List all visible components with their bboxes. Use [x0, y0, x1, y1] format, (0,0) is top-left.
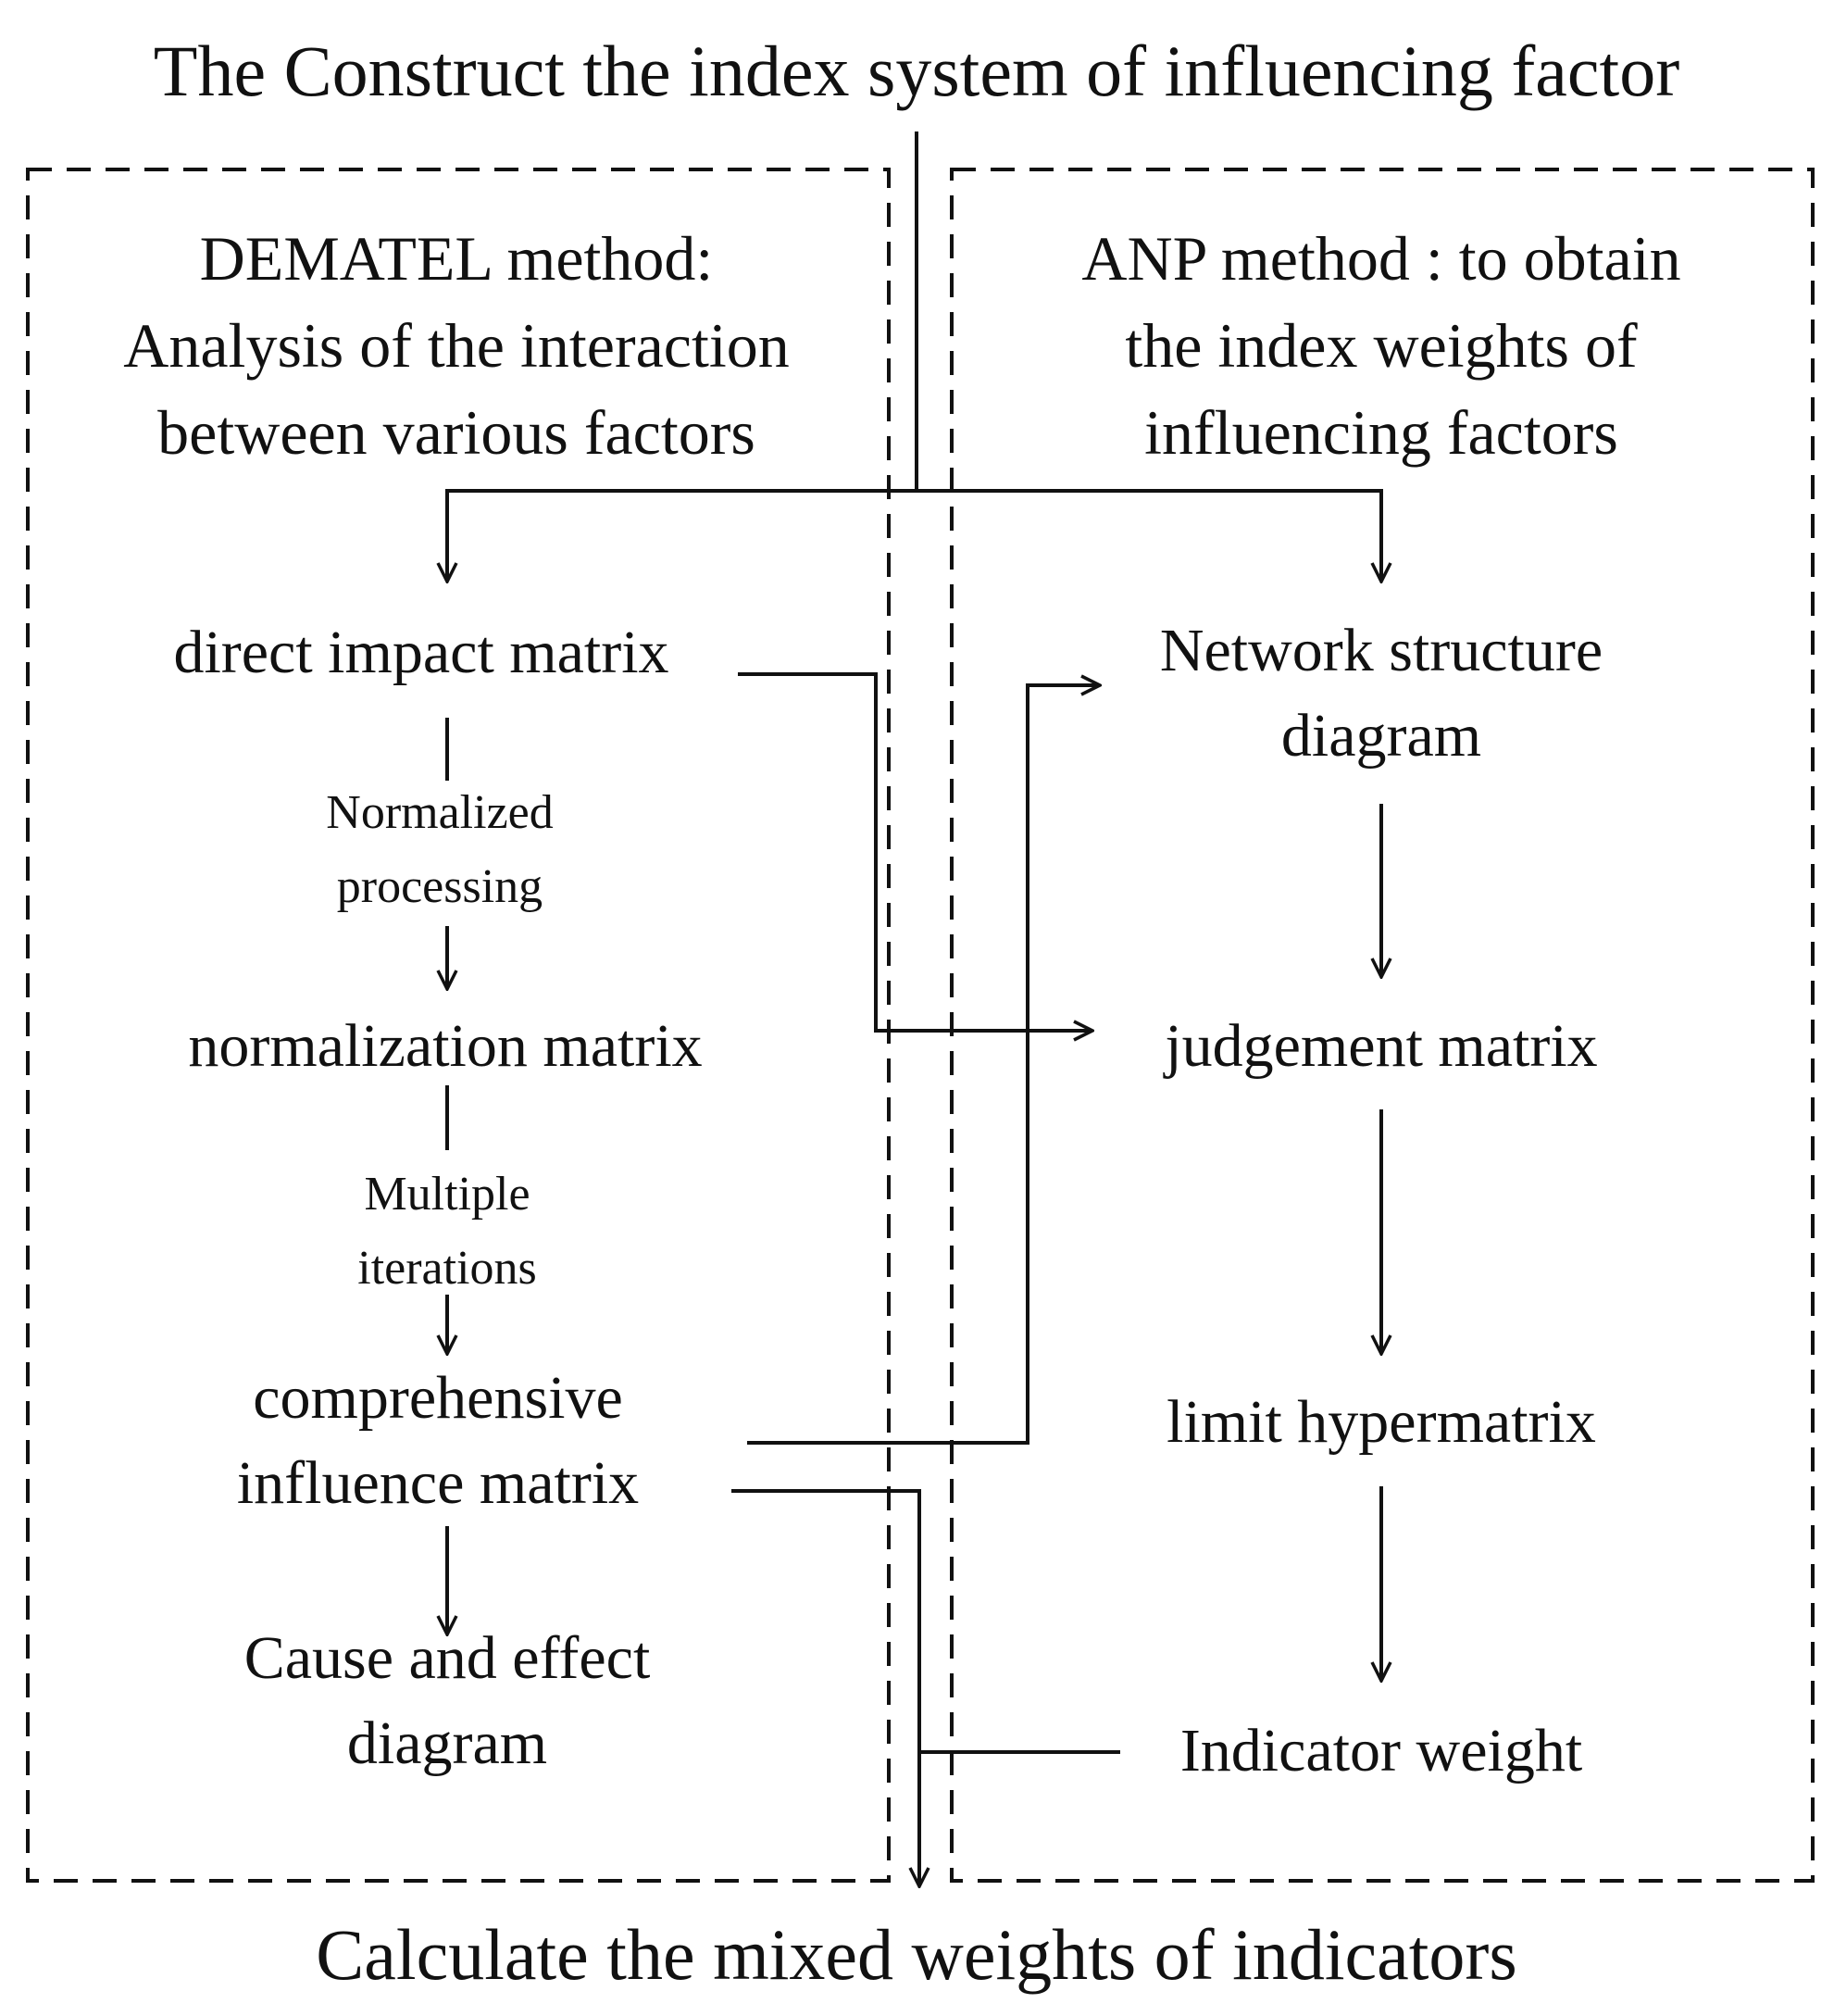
anp-heading-line-3: influencing factors — [1144, 397, 1618, 468]
node-comprehensive-line-1: comprehensive — [253, 1364, 623, 1432]
label-normalized-line-1: Normalized — [326, 786, 554, 839]
anp-dashed-box — [950, 168, 1815, 1883]
node-network-line-1: Network structure — [1159, 617, 1603, 684]
diagram-footer: Calculate the mixed weights of indicator… — [316, 1914, 1517, 1995]
label-normalized-processing: Normalized processing — [326, 776, 553, 924]
anp-heading-line-2: the index weights of — [1125, 310, 1638, 381]
dematel-heading-line-1: DEMATEL method: — [199, 223, 714, 294]
label-normalized-line-2: processing — [336, 860, 543, 913]
node-direct-impact-matrix: direct impact matrix — [173, 619, 669, 686]
label-multiple-iterations: Multiple iterations — [357, 1158, 537, 1306]
label-iterations-line-1: Multiple — [364, 1168, 530, 1221]
label-iterations-line-2: iterations — [357, 1242, 537, 1295]
node-judgement-matrix: judgement matrix — [1165, 1012, 1598, 1080]
influence-to-footer-arrow — [731, 1489, 919, 1886]
node-cause-and-effect-diagram: Cause and effect diagram — [244, 1616, 651, 1786]
title-to-network-arrow — [917, 489, 1381, 582]
node-network-line-2: diagram — [1280, 702, 1482, 770]
anp-heading-line-1: ANP method : to obtain — [1081, 223, 1681, 294]
diagram-title: The Construct the index system of influe… — [153, 31, 1680, 111]
direct-to-judgement-arrow — [738, 672, 1092, 1031]
dematel-heading-line-2: Analysis of the interaction — [123, 310, 790, 381]
node-limit-hypermatrix: limit hypermatrix — [1167, 1388, 1596, 1456]
anp-heading: ANP method : to obtain the index weights… — [1081, 215, 1680, 476]
node-cause-line-1: Cause and effect — [243, 1624, 651, 1692]
node-cause-line-2: diagram — [346, 1709, 548, 1777]
node-normalization-matrix: normalization matrix — [188, 1012, 703, 1080]
node-network-structure-diagram: Network structure diagram — [1160, 608, 1603, 779]
title-to-direct-arrow — [447, 489, 917, 582]
dematel-heading-line-3: between various factors — [157, 397, 755, 468]
dematel-dashed-box — [26, 168, 891, 1883]
node-indicator-weight: Indicator weight — [1179, 1717, 1583, 1784]
dematel-heading: DEMATEL method: Analysis of the interact… — [123, 215, 789, 476]
node-comprehensive-influence-matrix: comprehensive influence matrix — [237, 1356, 639, 1526]
comprehensive-to-network-arrow — [747, 685, 1100, 1445]
node-comprehensive-line-2: influence matrix — [236, 1449, 640, 1517]
